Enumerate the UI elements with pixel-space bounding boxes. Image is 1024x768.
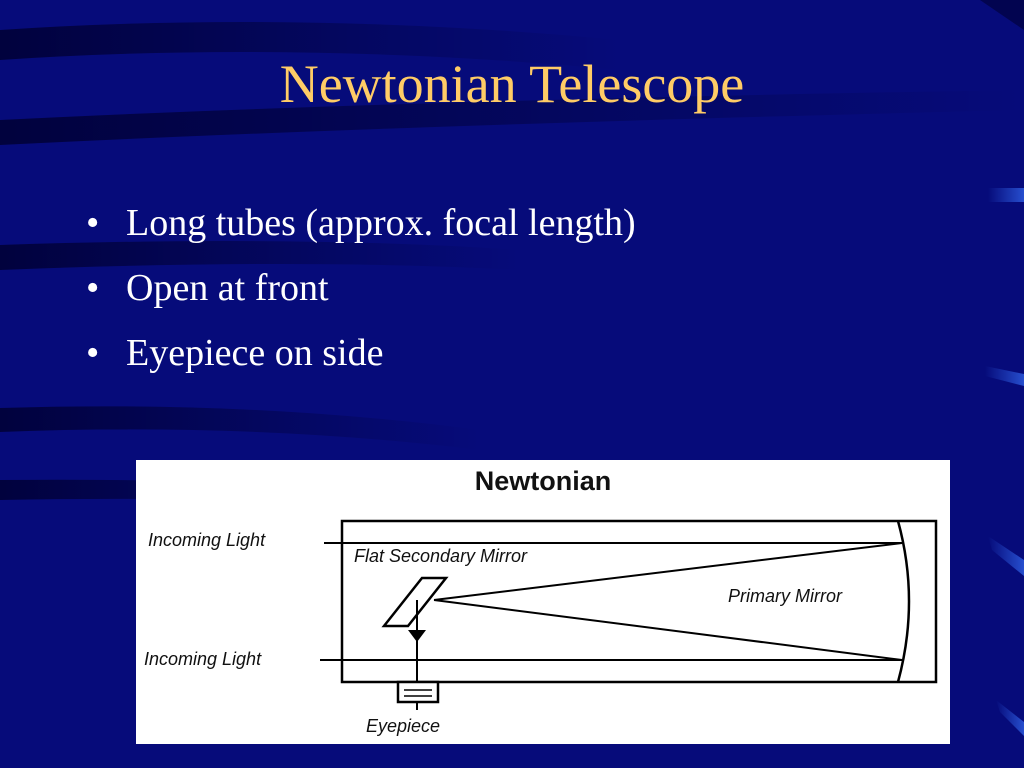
bullet-text: Eyepiece on side: [126, 332, 384, 374]
label-incoming-light-top: Incoming Light: [148, 530, 266, 550]
eyepiece: [396, 680, 440, 704]
label-primary-mirror: Primary Mirror: [728, 586, 842, 606]
bullet-symbol: •: [86, 267, 100, 309]
accent-mark: [985, 366, 1024, 386]
label-secondary-mirror: Flat Secondary Mirror: [354, 546, 528, 566]
bullet-list: • Long tubes (approx. focal length) • Op…: [86, 196, 636, 391]
diagram-title: Newtonian: [474, 466, 612, 496]
bullet-text: Open at front: [126, 267, 329, 309]
bullet-symbol: •: [86, 332, 100, 374]
bullet-item: • Eyepiece on side: [86, 326, 636, 391]
label-eyepiece: Eyepiece: [366, 716, 441, 736]
ray-arrow: [408, 630, 426, 642]
bullet-symbol: •: [86, 202, 100, 244]
label-incoming-light-bottom: Incoming Light: [144, 649, 262, 669]
reflected-ray-bottom: [433, 599, 903, 661]
accent-mark: [988, 188, 1024, 202]
accent-mark: [988, 536, 1024, 576]
primary-mirror: [896, 520, 911, 683]
bullet-text: Long tubes (approx. focal length): [126, 202, 636, 244]
secondary-mirror: [381, 576, 449, 628]
bullet-item: • Open at front: [86, 261, 636, 326]
slide-title: Newtonian Telescope: [279, 54, 745, 114]
telescope-tube: [340, 519, 938, 684]
reflected-ray-top: [433, 542, 903, 601]
accent-mark: [996, 700, 1024, 736]
newtonian-diagram: Newtonian Incoming Light Incoming Light …: [136, 460, 950, 744]
bullet-item: • Long tubes (approx. focal length): [86, 196, 636, 261]
telescope-schematic: [320, 519, 938, 710]
